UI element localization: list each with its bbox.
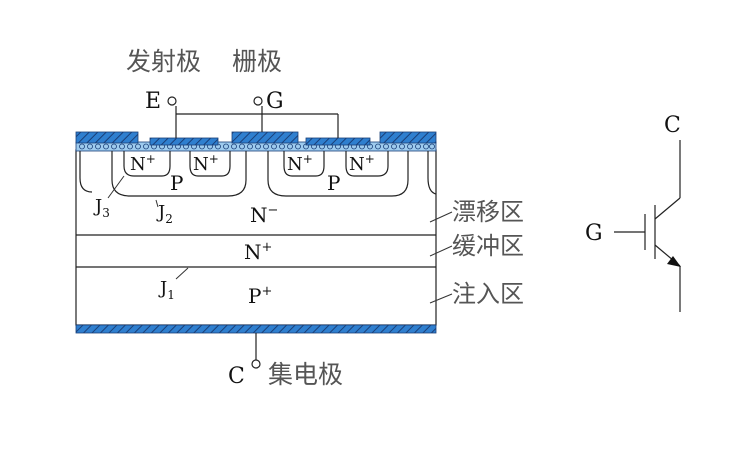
oxide-dots — [79, 143, 435, 150]
collector-terminal — [251, 359, 261, 369]
j2-label: J2 — [156, 202, 173, 226]
collector-letter: C — [228, 364, 245, 389]
buffer-region-label: 缓冲区 — [452, 232, 524, 260]
drift-leader — [429, 211, 453, 223]
n-plus-buffer-label: N+ — [244, 240, 272, 264]
p-plus-injection-label: P+ — [248, 284, 272, 308]
emitter-letter: E — [145, 89, 161, 114]
n-plus-label-2: N+ — [193, 152, 219, 175]
p-well-right-edge — [427, 151, 437, 195]
n-plus-label-3: N+ — [287, 152, 313, 175]
j3-leader — [107, 175, 125, 199]
gate-terminal — [253, 96, 263, 106]
emitter-metal-right — [379, 131, 437, 144]
n-plus-region-2 — [189, 151, 231, 177]
igbt-symbol — [614, 140, 681, 312]
wiring — [175, 106, 339, 360]
n-plus-region-1 — [123, 151, 171, 177]
emitter-terminal — [167, 96, 177, 106]
p-well-left — [111, 151, 247, 197]
p-well-right — [267, 151, 409, 197]
n-minus-label: N− — [250, 203, 278, 227]
j1-leader — [175, 267, 189, 280]
injection-leader — [429, 293, 453, 304]
gate-cn-label: 栅极 — [232, 47, 282, 76]
p-label-left: P — [170, 171, 183, 195]
symbol-collector-letter: C — [664, 113, 681, 138]
collector-cn-label: 集电极 — [268, 360, 343, 389]
symbol-gate-letter: G — [585, 221, 603, 246]
j3-label: J3 — [93, 196, 110, 220]
p-label-right: P — [327, 171, 340, 195]
injection-region-label: 注入区 — [452, 280, 524, 308]
j2-leader — [155, 199, 159, 208]
gate-metal-left — [149, 137, 219, 146]
p-well-left-edge — [79, 151, 93, 193]
gate-metal-right — [305, 137, 371, 146]
n-plus-region-3 — [283, 151, 325, 177]
n-plus-region-4 — [345, 151, 389, 177]
drift-region-label: 漂移区 — [452, 198, 524, 226]
collector-metal — [75, 324, 437, 334]
emitter-cn-label: 发射极 — [126, 47, 201, 76]
n-plus-label-4: N+ — [349, 152, 375, 175]
emitter-metal-center — [231, 131, 299, 144]
gate-letter: G — [266, 89, 284, 114]
buffer-leader — [429, 245, 453, 257]
j1-label: J1 — [158, 278, 175, 302]
emitter-metal-left — [75, 131, 139, 144]
emitter-arrow-icon — [667, 256, 681, 267]
n-plus-label-1: N+ — [130, 152, 156, 175]
